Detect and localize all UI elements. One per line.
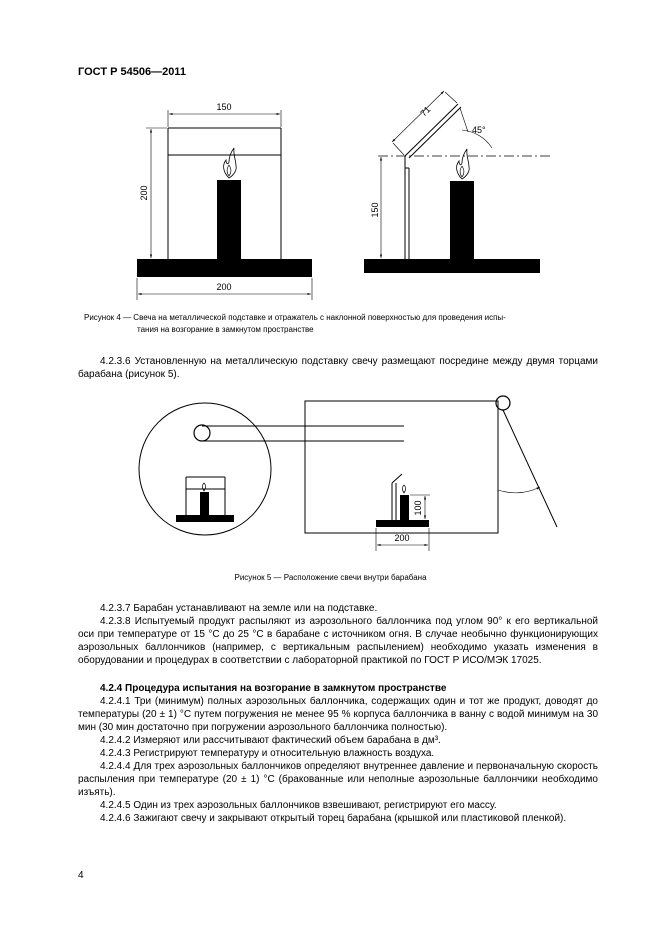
section-heading-4-2-4: 4.2.4 Процедура испытания на возгорание …	[100, 683, 447, 694]
drum-side-view	[304, 400, 499, 534]
dim-left-width: 150	[216, 102, 231, 112]
dim-base-width: 200	[216, 282, 231, 292]
dim-reflector-length: 71	[418, 104, 432, 118]
drum-axle	[193, 424, 211, 442]
figure-4-caption-line1: Рисунок 4 — Свеча на металлической подст…	[84, 313, 506, 322]
dim-height-100: 100	[413, 500, 423, 515]
figure-5-caption: Рисунок 5 — Расположение свечи внутри ба…	[234, 573, 427, 582]
flame-icon	[402, 484, 406, 494]
dim-left-height: 200	[139, 185, 149, 200]
document-header: ГОСТ Р 54506—2011	[78, 66, 186, 78]
flame-icon	[456, 148, 470, 180]
base-plate-right	[364, 259, 540, 273]
dim-angle: 45°	[472, 125, 486, 135]
drum-end-view	[138, 402, 272, 536]
drum-lid	[502, 409, 558, 528]
flame-icon	[202, 482, 206, 492]
page-number: 4	[78, 870, 84, 881]
figure-4-caption-line2: тания на возгорание в замкнутом простран…	[137, 325, 314, 334]
candle	[217, 180, 241, 260]
dim-right-height: 150	[370, 202, 380, 217]
paragraph-4-2-3-6: 4.2.3.6 Установленную на металлическую п…	[78, 356, 598, 380]
candle-right	[450, 181, 474, 260]
dim-width-200: 200	[394, 533, 409, 543]
paragraph-4-2-4-3: 4.2.4.3 Регистрируют температуру и относ…	[100, 748, 435, 759]
base-plate	[137, 259, 312, 277]
figure-5: 100 200	[138, 395, 558, 551]
paragraph-4-2-4-4: 4.2.4.4 Для трех аэрозольных баллончиков…	[78, 761, 598, 798]
paragraph-4-2-4-5: 4.2.4.5 Один из трех аэрозольных баллонч…	[100, 800, 497, 811]
paragraph-4-2-4-2: 4.2.4.2 Измеряют или рассчитывают фактич…	[100, 735, 441, 746]
paragraph-4-2-4-6: 4.2.4.6 Зажигают свечу и закрывают откры…	[100, 813, 567, 824]
figure-4: 150 200 200 71 45° 150	[136, 90, 552, 300]
candle-stand-drawing	[136, 110, 313, 300]
paragraph-4-2-4-1: 4.2.4.1 Три (минимум) полных аэрозольных…	[78, 696, 598, 733]
paragraph-4-2-3-7: 4.2.3.7 Барабан устанавливают на земле и…	[100, 603, 378, 614]
flame-icon	[223, 147, 237, 179]
paragraph-4-2-3-8: 4.2.3.8 Испытуемый продукт распыляют из …	[78, 616, 598, 666]
reflector-drawing	[378, 90, 552, 260]
